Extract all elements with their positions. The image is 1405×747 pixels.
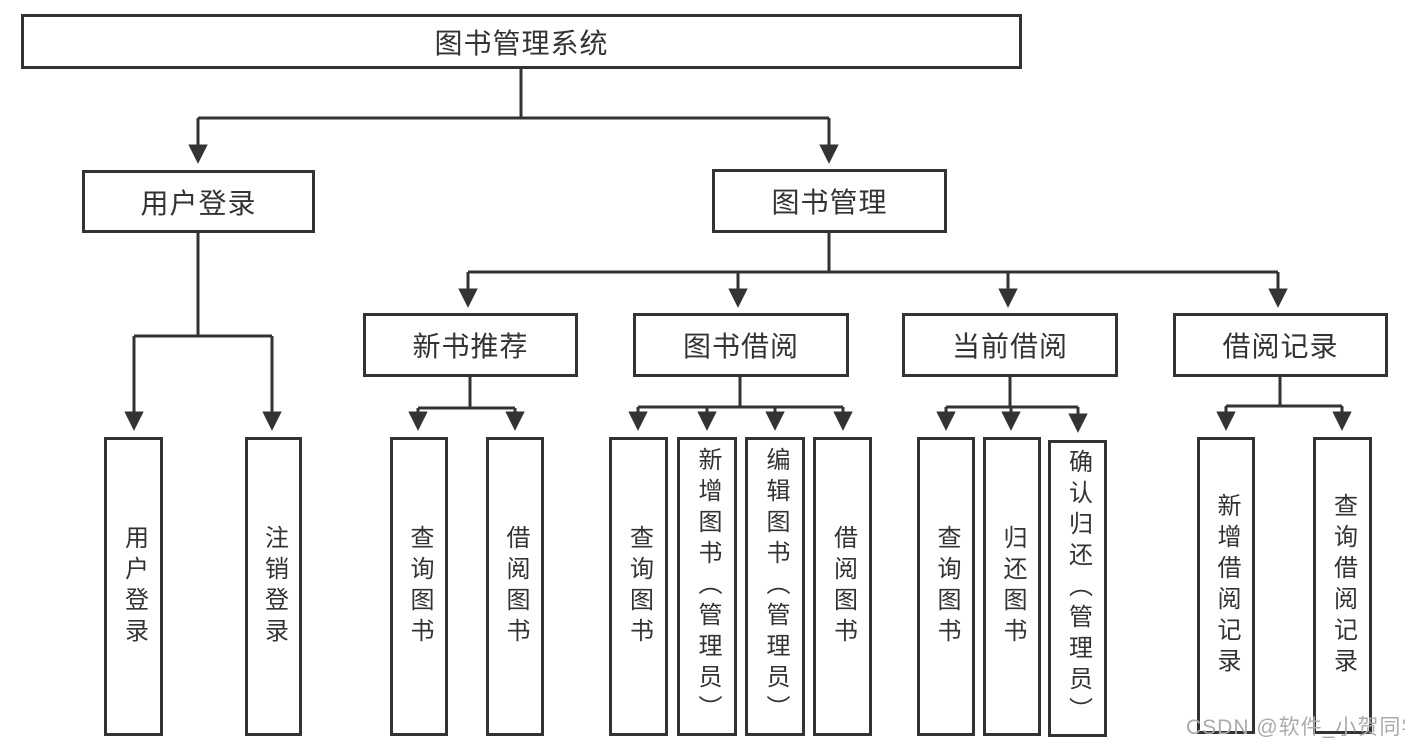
leaf-query-borrow-record: 查询借阅记录 (1313, 437, 1372, 734)
node-root-system: 图书管理系统 (21, 14, 1022, 69)
node-new-book-recommend: 新书推荐 (363, 313, 578, 377)
leaf-add-book-admin: 新增图书（管理员） (677, 437, 737, 736)
leaf-query-books-borrow: 查询图书 (609, 437, 668, 736)
leaf-user-login: 用户登录 (104, 437, 163, 736)
connector-root-tee (198, 68, 829, 120)
node-borrow-records: 借阅记录 (1173, 313, 1388, 377)
leaf-borrow-books: 借阅图书 (813, 437, 872, 736)
node-user-login: 用户登录 (82, 170, 315, 233)
connector-current-tee (946, 377, 1078, 409)
connector-newbook-tee (418, 377, 515, 410)
node-book-borrow: 图书借阅 (633, 313, 849, 377)
connector-records-tee (1226, 377, 1342, 408)
leaf-logout: 注销登录 (245, 437, 302, 736)
leaf-edit-book-admin: 编辑图书（管理员） (745, 437, 805, 736)
leaf-confirm-return-admin: 确认归还（管理员） (1048, 440, 1107, 737)
node-book-management: 图书管理 (712, 169, 947, 233)
leaf-return-books: 归还图书 (983, 437, 1041, 736)
connector-borrow-tee (638, 377, 843, 409)
node-current-borrow: 当前借阅 (902, 313, 1118, 377)
connector-user-tee (134, 233, 272, 338)
leaf-borrow-books-recommend: 借阅图书 (486, 437, 544, 736)
leaf-add-borrow-record: 新增借阅记录 (1197, 437, 1255, 734)
leaf-query-books-recommend: 查询图书 (390, 437, 448, 736)
connector-book-tee (468, 233, 1278, 274)
csdn-watermark: CSDN @软件_小贺同学 (1186, 716, 1405, 739)
leaf-query-books-current: 查询图书 (917, 437, 975, 736)
